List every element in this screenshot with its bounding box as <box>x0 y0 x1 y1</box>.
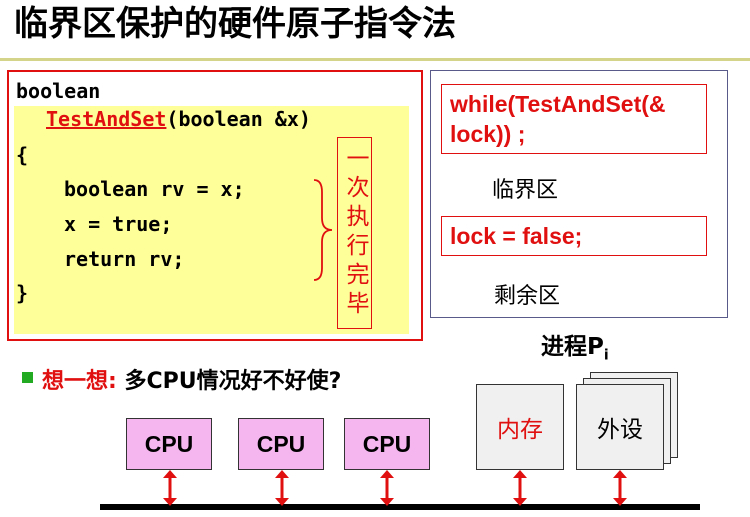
double-arrow-icon <box>275 470 289 506</box>
function-name: TestAndSet <box>46 107 167 131</box>
process-label: 进程Pi <box>541 327 609 364</box>
code-body-line: boolean rv = x; <box>64 177 245 201</box>
double-arrow-icon <box>513 470 527 506</box>
exit-code: lock = false; <box>441 216 707 256</box>
atomic-note-box: 一次执行完毕 <box>337 137 372 329</box>
cpu-box: CPU <box>126 418 212 470</box>
atomic-note: 一次执行完毕 <box>342 146 368 320</box>
cpu-box: CPU <box>344 418 430 470</box>
think-text: 多CPU情况好不好使? <box>124 369 342 394</box>
entry-code: while(TestAndSet(& lock)) ; <box>441 84 707 154</box>
curly-brace-icon <box>313 179 333 281</box>
code-close-brace: } <box>16 281 29 305</box>
double-arrow-icon <box>613 470 627 506</box>
double-arrow-icon <box>163 470 177 506</box>
cpu-box: CPU <box>238 418 324 470</box>
code-signature: TestAndSet(boolean &x) <box>46 106 311 132</box>
process-panel <box>430 70 728 318</box>
memory-box: 内存 <box>476 384 564 470</box>
critical-section-label: 临界区 <box>492 178 559 203</box>
double-arrow-icon <box>380 470 394 506</box>
code-open-brace: { <box>16 143 29 167</box>
code-return-type: boolean <box>16 79 101 103</box>
page-title: 临界区保护的硬件原子指令法 <box>14 4 456 44</box>
system-bus <box>100 504 700 510</box>
remainder-section-label: 剩余区 <box>494 284 561 309</box>
think-question: 想一想: 多CPU情况好不好使? <box>42 363 341 395</box>
think-label: 想一想: <box>42 369 117 394</box>
device-box: 外设 <box>576 384 664 470</box>
code-body-line: return rv; <box>64 247 185 271</box>
title-divider <box>0 58 750 61</box>
process-label-subscript: i <box>603 347 609 364</box>
code-body-line: x = true; <box>64 212 173 236</box>
bus-arrows <box>163 470 627 506</box>
bullet-icon <box>22 372 33 383</box>
function-params: (boolean &x) <box>166 107 311 131</box>
process-label-text: 进程P <box>541 334 604 360</box>
